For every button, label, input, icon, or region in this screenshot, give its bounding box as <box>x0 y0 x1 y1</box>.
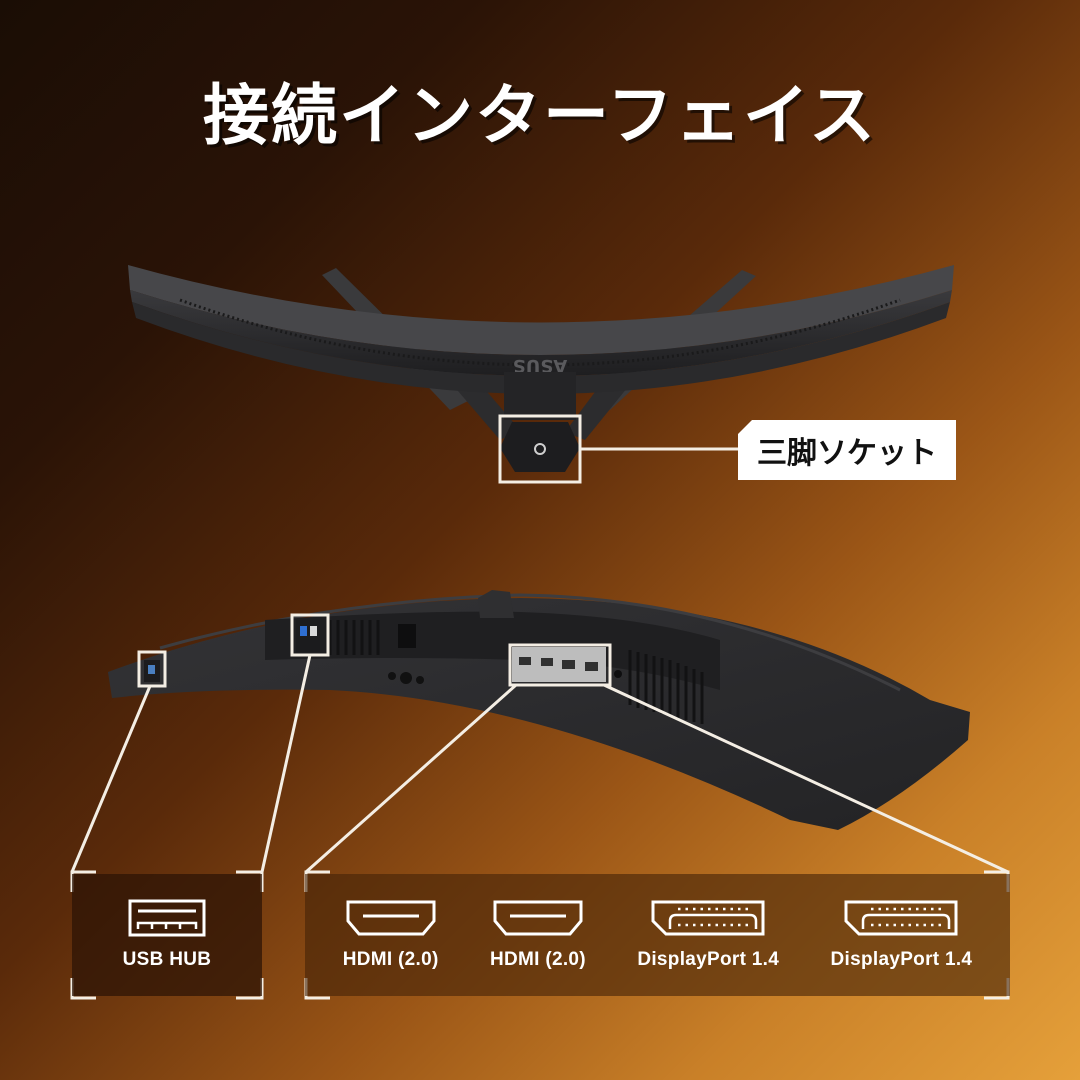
usb-hub-callout-line <box>260 654 312 873</box>
video-ports-panel: HDMI (2.0) HDMI (2.0) DisplayPort 1.4 Di… <box>305 874 1010 996</box>
displayport-2: DisplayPort 1.4 <box>831 899 973 971</box>
usb-hub-label: USB HUB <box>122 949 212 970</box>
hdmi-port-2: HDMI (2.0) <box>490 899 586 971</box>
usb-port-icon <box>128 899 206 937</box>
monitor-top-view: ASUS <box>128 265 954 472</box>
page-title: 接続インターフェイス <box>202 77 878 154</box>
hdmi-label-1: HDMI (2.0) <box>342 949 439 970</box>
hdmi-port-icon <box>346 900 436 936</box>
usb-side-callout-line <box>70 685 152 873</box>
video-ports-callout-box <box>508 643 612 687</box>
hdmi-port-icon <box>493 900 583 936</box>
displayport-1: DisplayPort 1.4 <box>637 899 779 971</box>
tripod-socket-label: 三脚ソケット <box>738 420 956 480</box>
displayport-label-1: DisplayPort 1.4 <box>637 949 780 970</box>
usb-hub-panel: USB HUB <box>72 874 262 996</box>
usb-hub-port: USB HUB <box>123 899 212 971</box>
hdmi-label-2: HDMI (2.0) <box>490 949 586 970</box>
displayport-label-2: DisplayPort 1.4 <box>830 949 973 970</box>
displayport-icon <box>844 900 958 936</box>
usb-side-callout-box <box>137 650 167 688</box>
video-left-callout-line <box>305 683 517 874</box>
tripod-socket-icon <box>534 443 546 455</box>
brand-logo: ASUS <box>513 355 567 376</box>
video-right-callout-line <box>603 683 1009 874</box>
hdmi-port-1: HDMI (2.0) <box>343 899 439 971</box>
displayport-icon <box>651 900 765 936</box>
